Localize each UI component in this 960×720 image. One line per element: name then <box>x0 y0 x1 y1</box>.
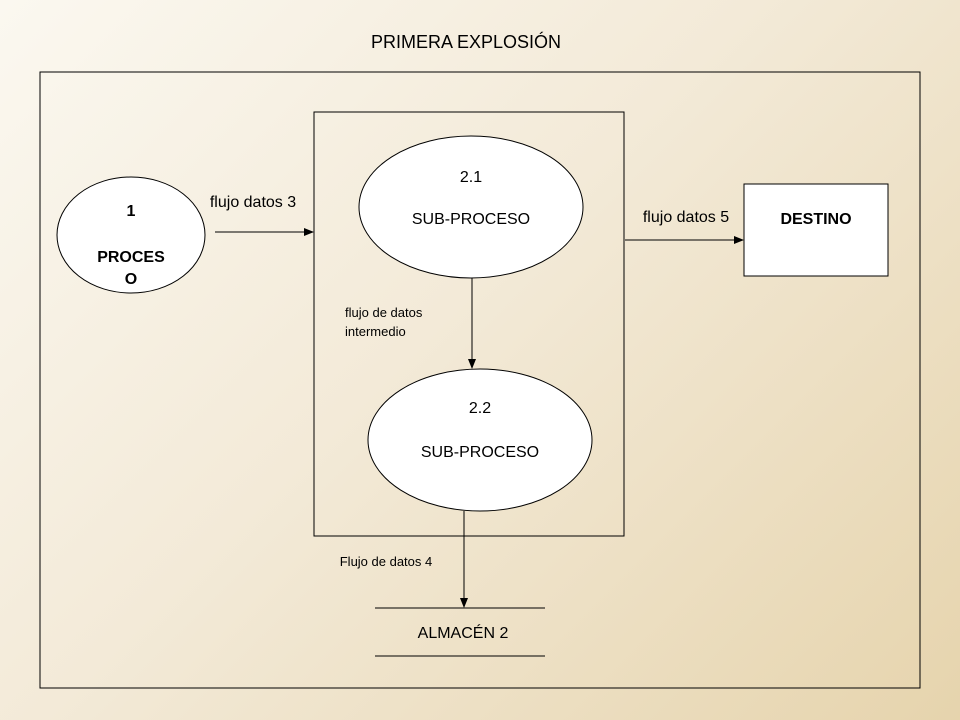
diagram-title: PRIMERA EXPLOSIÓN <box>371 31 561 52</box>
outer-boundary <box>39 71 921 689</box>
store-label: ALMACÉN 2 <box>418 623 509 642</box>
subprocess-label: SUB-PROCESO <box>421 444 539 461</box>
destination-label: DESTINO <box>780 211 851 228</box>
subprocess-number: 2.2 <box>469 400 491 417</box>
process-node-1: 1 PROCES O <box>56 176 206 294</box>
process-number: 1 <box>127 203 136 220</box>
subprocess-ellipse <box>358 135 584 279</box>
data-store: ALMACÉN 2 <box>375 607 545 657</box>
flow-label-5: flujo datos 5 <box>643 209 729 226</box>
flow-label-4: Flujo de datos 4 <box>340 554 433 569</box>
subprocess-ellipse <box>367 368 593 512</box>
process-label-line2: O <box>125 271 137 288</box>
flow-label-intermediate-line2: intermedio <box>345 324 406 339</box>
subprocess-number: 2.1 <box>460 169 482 186</box>
subprocess-boundary <box>313 111 625 537</box>
flow-label-3: flujo datos 3 <box>210 194 296 211</box>
subprocess-node-2-2: 2.2 SUB-PROCESO <box>367 368 593 512</box>
subprocess-node-2-1: 2.1 SUB-PROCESO <box>358 135 584 279</box>
subprocess-label: SUB-PROCESO <box>412 211 530 228</box>
process-label-line1: PROCES <box>97 249 165 266</box>
process-ellipse <box>56 176 206 294</box>
destination-entity: DESTINO <box>743 183 889 277</box>
destination-box <box>743 183 889 277</box>
flow-label-intermediate-line1: flujo de datos <box>345 305 423 320</box>
